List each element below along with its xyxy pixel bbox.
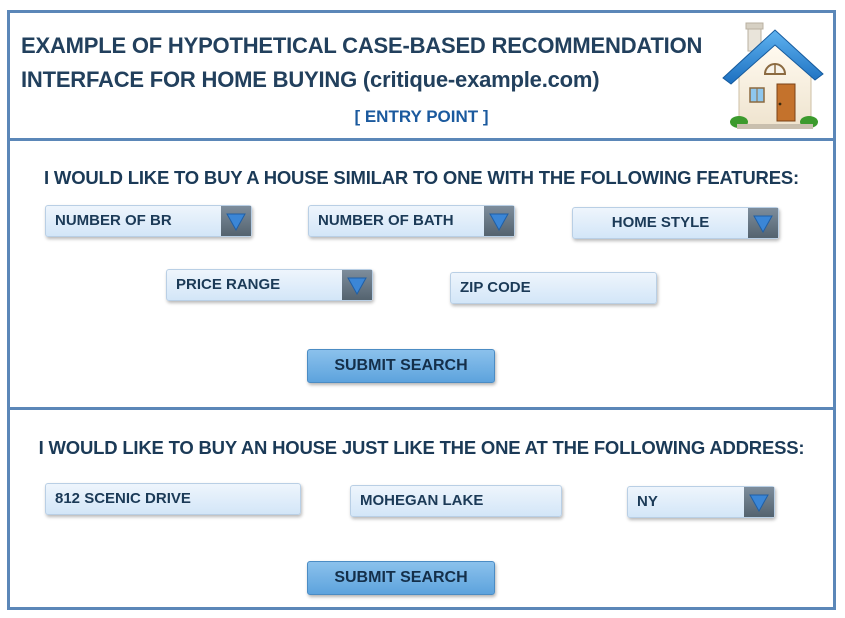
bedrooms-dropdown[interactable]: NUMBER OF BR xyxy=(45,205,252,237)
price-range-dropdown[interactable]: PRICE RANGE xyxy=(166,269,373,301)
address-heading: I WOULD LIKE TO BUY AN HOUSE JUST LIKE T… xyxy=(38,437,805,458)
street-address-field[interactable]: 812 SCENIC DRIVE xyxy=(45,483,301,515)
address-panel: I WOULD LIKE TO BUY AN HOUSE JUST LIKE T… xyxy=(7,407,836,610)
triangle-down-icon[interactable] xyxy=(744,487,774,517)
triangle-down-icon[interactable] xyxy=(342,270,372,300)
street-value: 812 SCENIC DRIVE xyxy=(55,490,191,507)
title-line-1: EXAMPLE OF HYPOTHETICAL CASE-BASED RECOM… xyxy=(21,33,703,58)
bedrooms-label: NUMBER OF BR xyxy=(55,212,172,229)
submit-search-button[interactable]: SUBMIT SEARCH xyxy=(307,349,495,383)
state-value: NY xyxy=(637,493,658,510)
house-icon xyxy=(722,22,824,129)
entry-point-label: [ ENTRY POINT ] xyxy=(354,107,489,126)
home-style-label: HOME STYLE xyxy=(611,214,710,231)
features-panel: I WOULD LIKE TO BUY A HOUSE SIMILAR TO O… xyxy=(7,138,836,410)
bathrooms-dropdown[interactable]: NUMBER OF BATH xyxy=(308,205,515,237)
triangle-down-icon[interactable] xyxy=(221,206,251,236)
page-title: EXAMPLE OF HYPOTHETICAL CASE-BASED RECOM… xyxy=(21,29,702,97)
zip-code-label: ZIP CODE xyxy=(460,279,531,296)
zip-code-field[interactable]: ZIP CODE xyxy=(450,272,657,304)
features-heading: I WOULD LIKE TO BUY A HOUSE SIMILAR TO O… xyxy=(44,167,799,188)
bathrooms-label: NUMBER OF BATH xyxy=(318,212,454,229)
submit-address-search-button[interactable]: SUBMIT SEARCH xyxy=(307,561,495,595)
header-panel: EXAMPLE OF HYPOTHETICAL CASE-BASED RECOM… xyxy=(7,10,836,141)
city-value: MOHEGAN LAKE xyxy=(360,492,484,509)
triangle-down-icon[interactable] xyxy=(748,208,778,238)
price-range-label: PRICE RANGE xyxy=(176,276,281,293)
state-dropdown[interactable]: NY xyxy=(627,486,775,518)
title-line-2: INTERFACE FOR HOME BUYING (critique-exam… xyxy=(21,67,600,92)
city-field[interactable]: MOHEGAN LAKE xyxy=(350,485,562,517)
triangle-down-icon[interactable] xyxy=(484,206,514,236)
home-style-dropdown[interactable]: HOME STYLE xyxy=(572,207,779,239)
